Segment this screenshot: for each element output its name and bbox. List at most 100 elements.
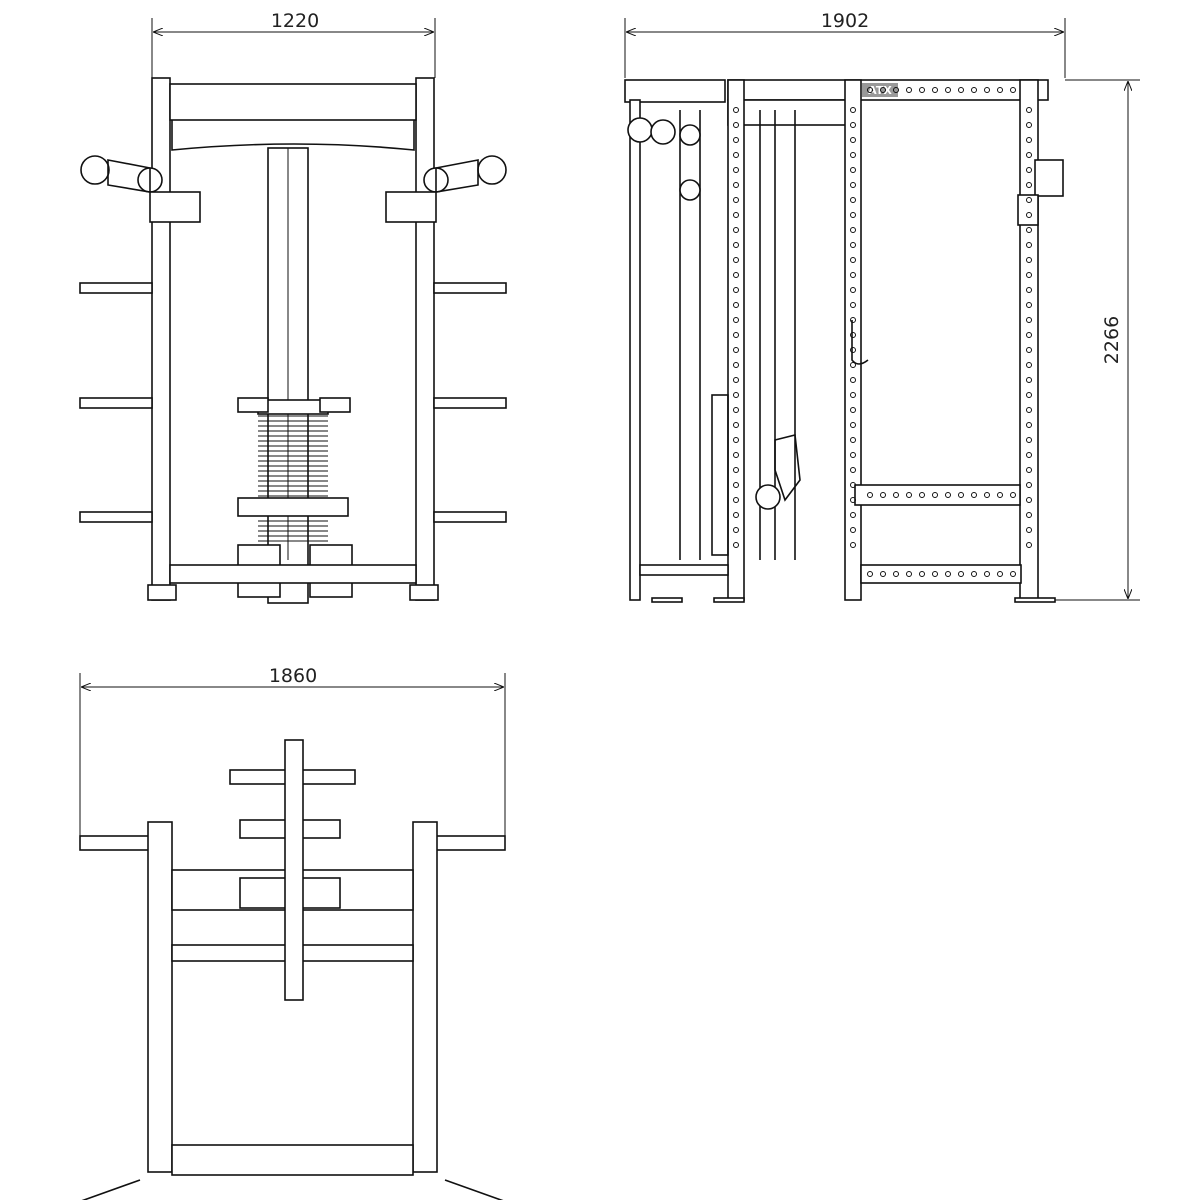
hole: [984, 571, 990, 577]
hole: [958, 492, 964, 498]
hole: [932, 571, 938, 577]
hole: [1026, 122, 1032, 128]
hole: [733, 137, 739, 143]
hole: [867, 492, 873, 498]
hole: [984, 87, 990, 93]
hole: [850, 497, 856, 503]
hole: [1026, 227, 1032, 233]
hole: [932, 87, 938, 93]
side-base-rail: [860, 564, 1022, 584]
hole: [733, 422, 739, 428]
top-view: 1860: [79, 665, 506, 1200]
weight-horn-right: [319, 397, 351, 413]
storage-peg: [79, 511, 153, 523]
foot-left: [147, 584, 177, 601]
hole: [1026, 272, 1032, 278]
hole: [1026, 452, 1032, 458]
hole: [971, 87, 977, 93]
hole: [893, 87, 899, 93]
hole: [997, 571, 1003, 577]
hole: [850, 227, 856, 233]
hole: [733, 332, 739, 338]
hole: [906, 87, 912, 93]
hole: [733, 182, 739, 188]
right-upright-top: [412, 821, 438, 1173]
j-hook: [851, 320, 869, 365]
hole: [1026, 287, 1032, 293]
hole: [1026, 362, 1032, 368]
hole: [1026, 542, 1032, 548]
hole: [1026, 497, 1032, 503]
hole: [850, 197, 856, 203]
hole: [733, 392, 739, 398]
pulley: [679, 179, 701, 201]
storage-peg: [433, 511, 507, 523]
hole: [1026, 422, 1032, 428]
hole: [850, 362, 856, 368]
peg-left: [79, 835, 151, 851]
hole: [1026, 152, 1032, 158]
hole: [1026, 377, 1032, 383]
hole: [733, 407, 739, 413]
hole: [733, 227, 739, 233]
hole: [880, 571, 886, 577]
hole: [1026, 332, 1032, 338]
hole: [1026, 317, 1032, 323]
top-crossbeam: [169, 83, 417, 121]
hole: [850, 287, 856, 293]
hole: [1026, 137, 1032, 143]
side-view: 1902 2266 ATX: [624, 10, 1140, 603]
rear-base-rail: [639, 564, 729, 576]
side-holes: [733, 87, 1032, 577]
side-depth-dimension: 1902: [624, 10, 1066, 78]
hole: [850, 467, 856, 473]
hole: [932, 492, 938, 498]
hole: [850, 542, 856, 548]
hole: [733, 512, 739, 518]
hole: [906, 492, 912, 498]
hole: [1026, 257, 1032, 263]
foot: [651, 597, 683, 603]
hole: [919, 87, 925, 93]
hole: [997, 492, 1003, 498]
hole: [1026, 107, 1032, 113]
pulley: [755, 484, 781, 510]
hole: [1026, 482, 1032, 488]
top-arch: [171, 120, 415, 151]
hole: [733, 152, 739, 158]
hole: [1026, 392, 1032, 398]
hole: [733, 347, 739, 353]
hole: [733, 377, 739, 383]
rear-post: [629, 99, 641, 601]
side-height-label: 2266: [1101, 316, 1123, 364]
hole: [733, 317, 739, 323]
hole: [1026, 242, 1032, 248]
hole: [733, 242, 739, 248]
left-upright-top: [147, 821, 173, 1173]
hole: [880, 492, 886, 498]
side-weight-stack: [711, 394, 729, 556]
hole: [1026, 182, 1032, 188]
top-bracket: [727, 99, 849, 126]
hole: [1026, 407, 1032, 413]
rear-top-plate: [624, 79, 726, 103]
hole: [945, 492, 951, 498]
base-bar: [169, 564, 417, 584]
lever-arm: [774, 434, 801, 502]
hole: [880, 87, 886, 93]
hole: [1026, 527, 1032, 533]
hole: [850, 437, 856, 443]
hole: [984, 492, 990, 498]
front-width-label: 1220: [271, 10, 319, 32]
hole: [733, 272, 739, 278]
hole: [1010, 492, 1016, 498]
hole: [1026, 437, 1032, 443]
center-column: [284, 739, 304, 1001]
storage-peg: [433, 282, 507, 294]
hole: [1026, 167, 1032, 173]
hole: [945, 571, 951, 577]
hole: [733, 212, 739, 218]
hole: [867, 571, 873, 577]
hole: [850, 182, 856, 188]
